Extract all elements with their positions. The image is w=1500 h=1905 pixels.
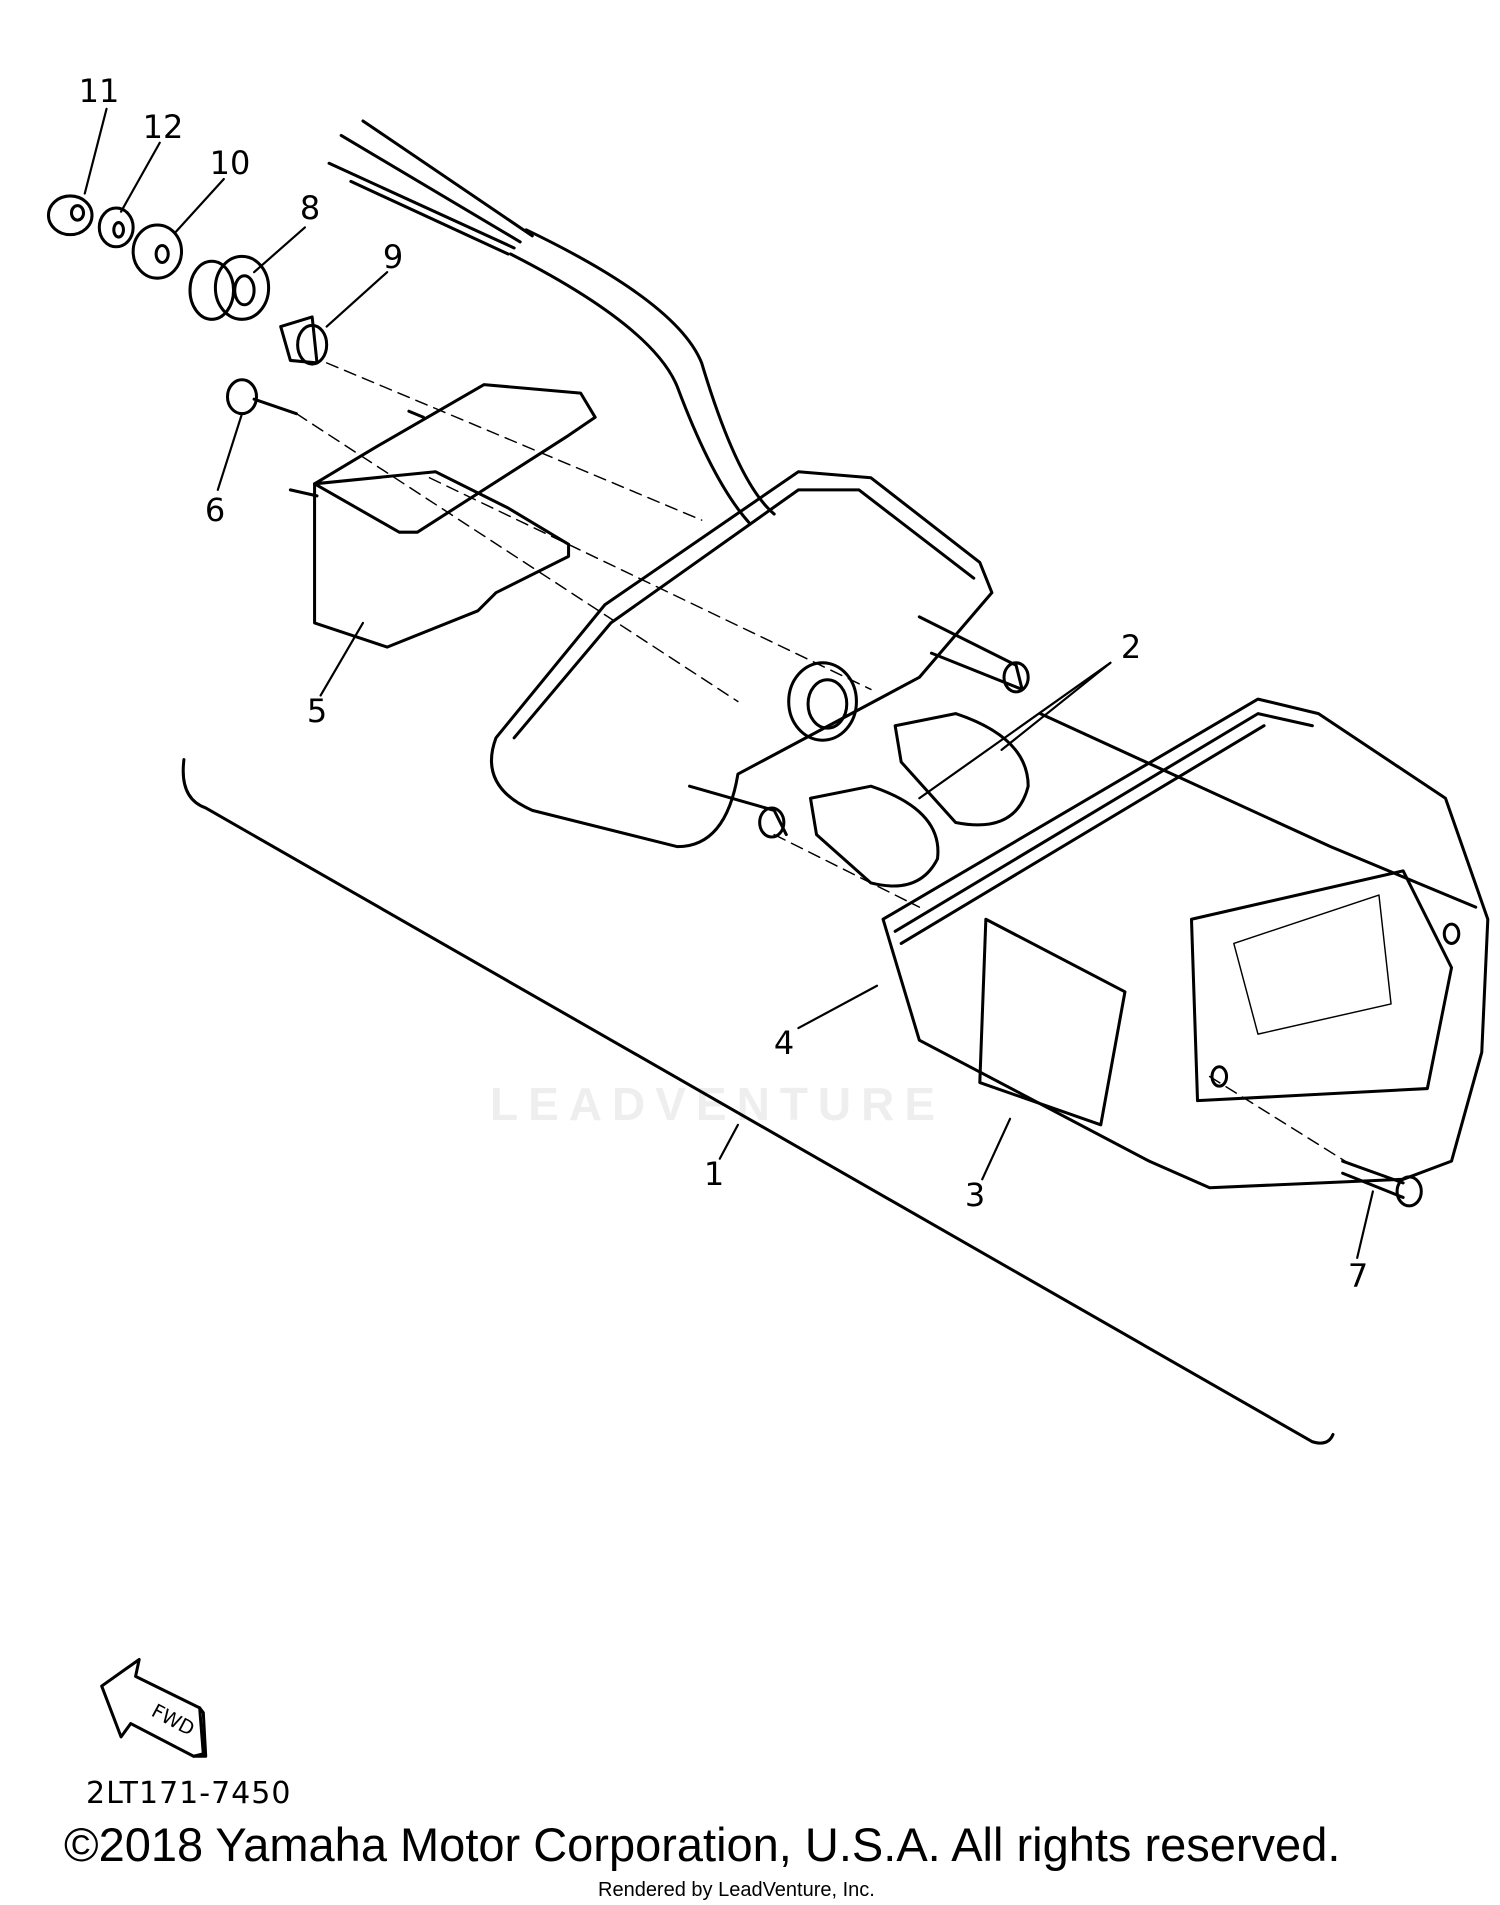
copyright-notice: ©2018 Yamaha Motor Corporation, U.S.A. A… [64, 1818, 1341, 1871]
part-label-3: 3 [964, 1176, 986, 1214]
part-label-1: 1 [703, 1155, 725, 1193]
part-2-bulbs [808, 712, 1030, 888]
watermark: LEADVENTURE [490, 1078, 946, 1130]
part-label-4: 4 [773, 1024, 795, 1062]
assembly-center-lines [295, 362, 1346, 1162]
part-label-11: 11 [78, 72, 120, 110]
wire-harness [327, 119, 776, 526]
part-label-2: 2 [1120, 628, 1142, 666]
part-label-7: 7 [1347, 1257, 1369, 1295]
part-label-10: 10 [209, 144, 251, 182]
part-label-8: 8 [299, 189, 321, 227]
fwd-arrow-label: FWD [148, 1699, 199, 1741]
part-10-washer [131, 223, 184, 280]
part-label-12: 12 [142, 108, 184, 146]
part-3-lens [881, 697, 1490, 1190]
diagram-code: 2LT171-7450 [86, 1776, 292, 1811]
part-label-6: 6 [204, 491, 226, 529]
part-6-screw [225, 378, 298, 416]
fwd-arrow-icon [100, 1657, 208, 1758]
leader-lines [83, 107, 1374, 1259]
rendered-by-note: Rendered by LeadVenture, Inc. [598, 1879, 875, 1901]
part-5-bracket [288, 383, 597, 649]
part-7-screw [1341, 1159, 1423, 1208]
part-8-grommet [188, 254, 271, 321]
part-1-outline [181, 758, 1335, 1445]
part-label-5: 5 [306, 692, 328, 730]
tail-light-housing [489, 470, 1030, 849]
part-12-washer [97, 206, 135, 249]
part-9-collar [279, 315, 329, 366]
part-label-9: 9 [382, 238, 404, 276]
part-11-nut [46, 194, 94, 237]
